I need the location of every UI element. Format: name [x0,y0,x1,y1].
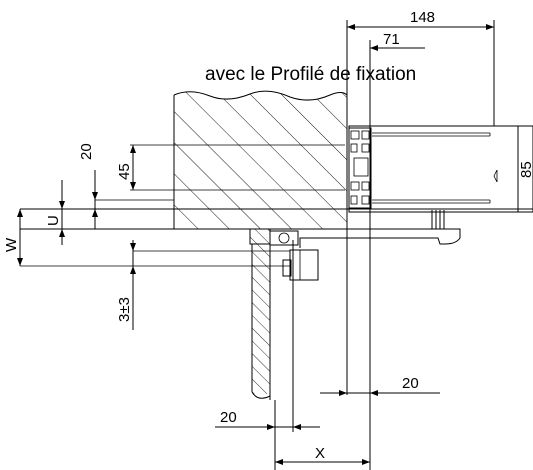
dim-offset-top: 20 [78,143,95,160]
dim-height-w: W [3,237,20,252]
dim-spacing: 45 [116,163,133,180]
dim-width-x: X [315,445,325,462]
dim-bottom-left-gap: 20 [220,409,237,426]
dim-profile-depth: 71 [383,31,400,48]
vertical-lines [274,20,495,470]
dimension-lines [17,24,519,465]
wall-section [173,90,348,230]
dim-total-depth: 148 [410,9,435,26]
hanging-panel [251,244,271,400]
rail-assembly [249,210,461,281]
dim-bottom-right-gap: 20 [402,375,419,392]
caption: avec le Profilé de fixation [205,64,416,85]
dim-tolerance: 3±3 [116,297,133,322]
dim-gap-u: U [45,215,62,226]
fixing-profile [348,125,533,213]
dim-profile-height: 85 [518,161,533,178]
